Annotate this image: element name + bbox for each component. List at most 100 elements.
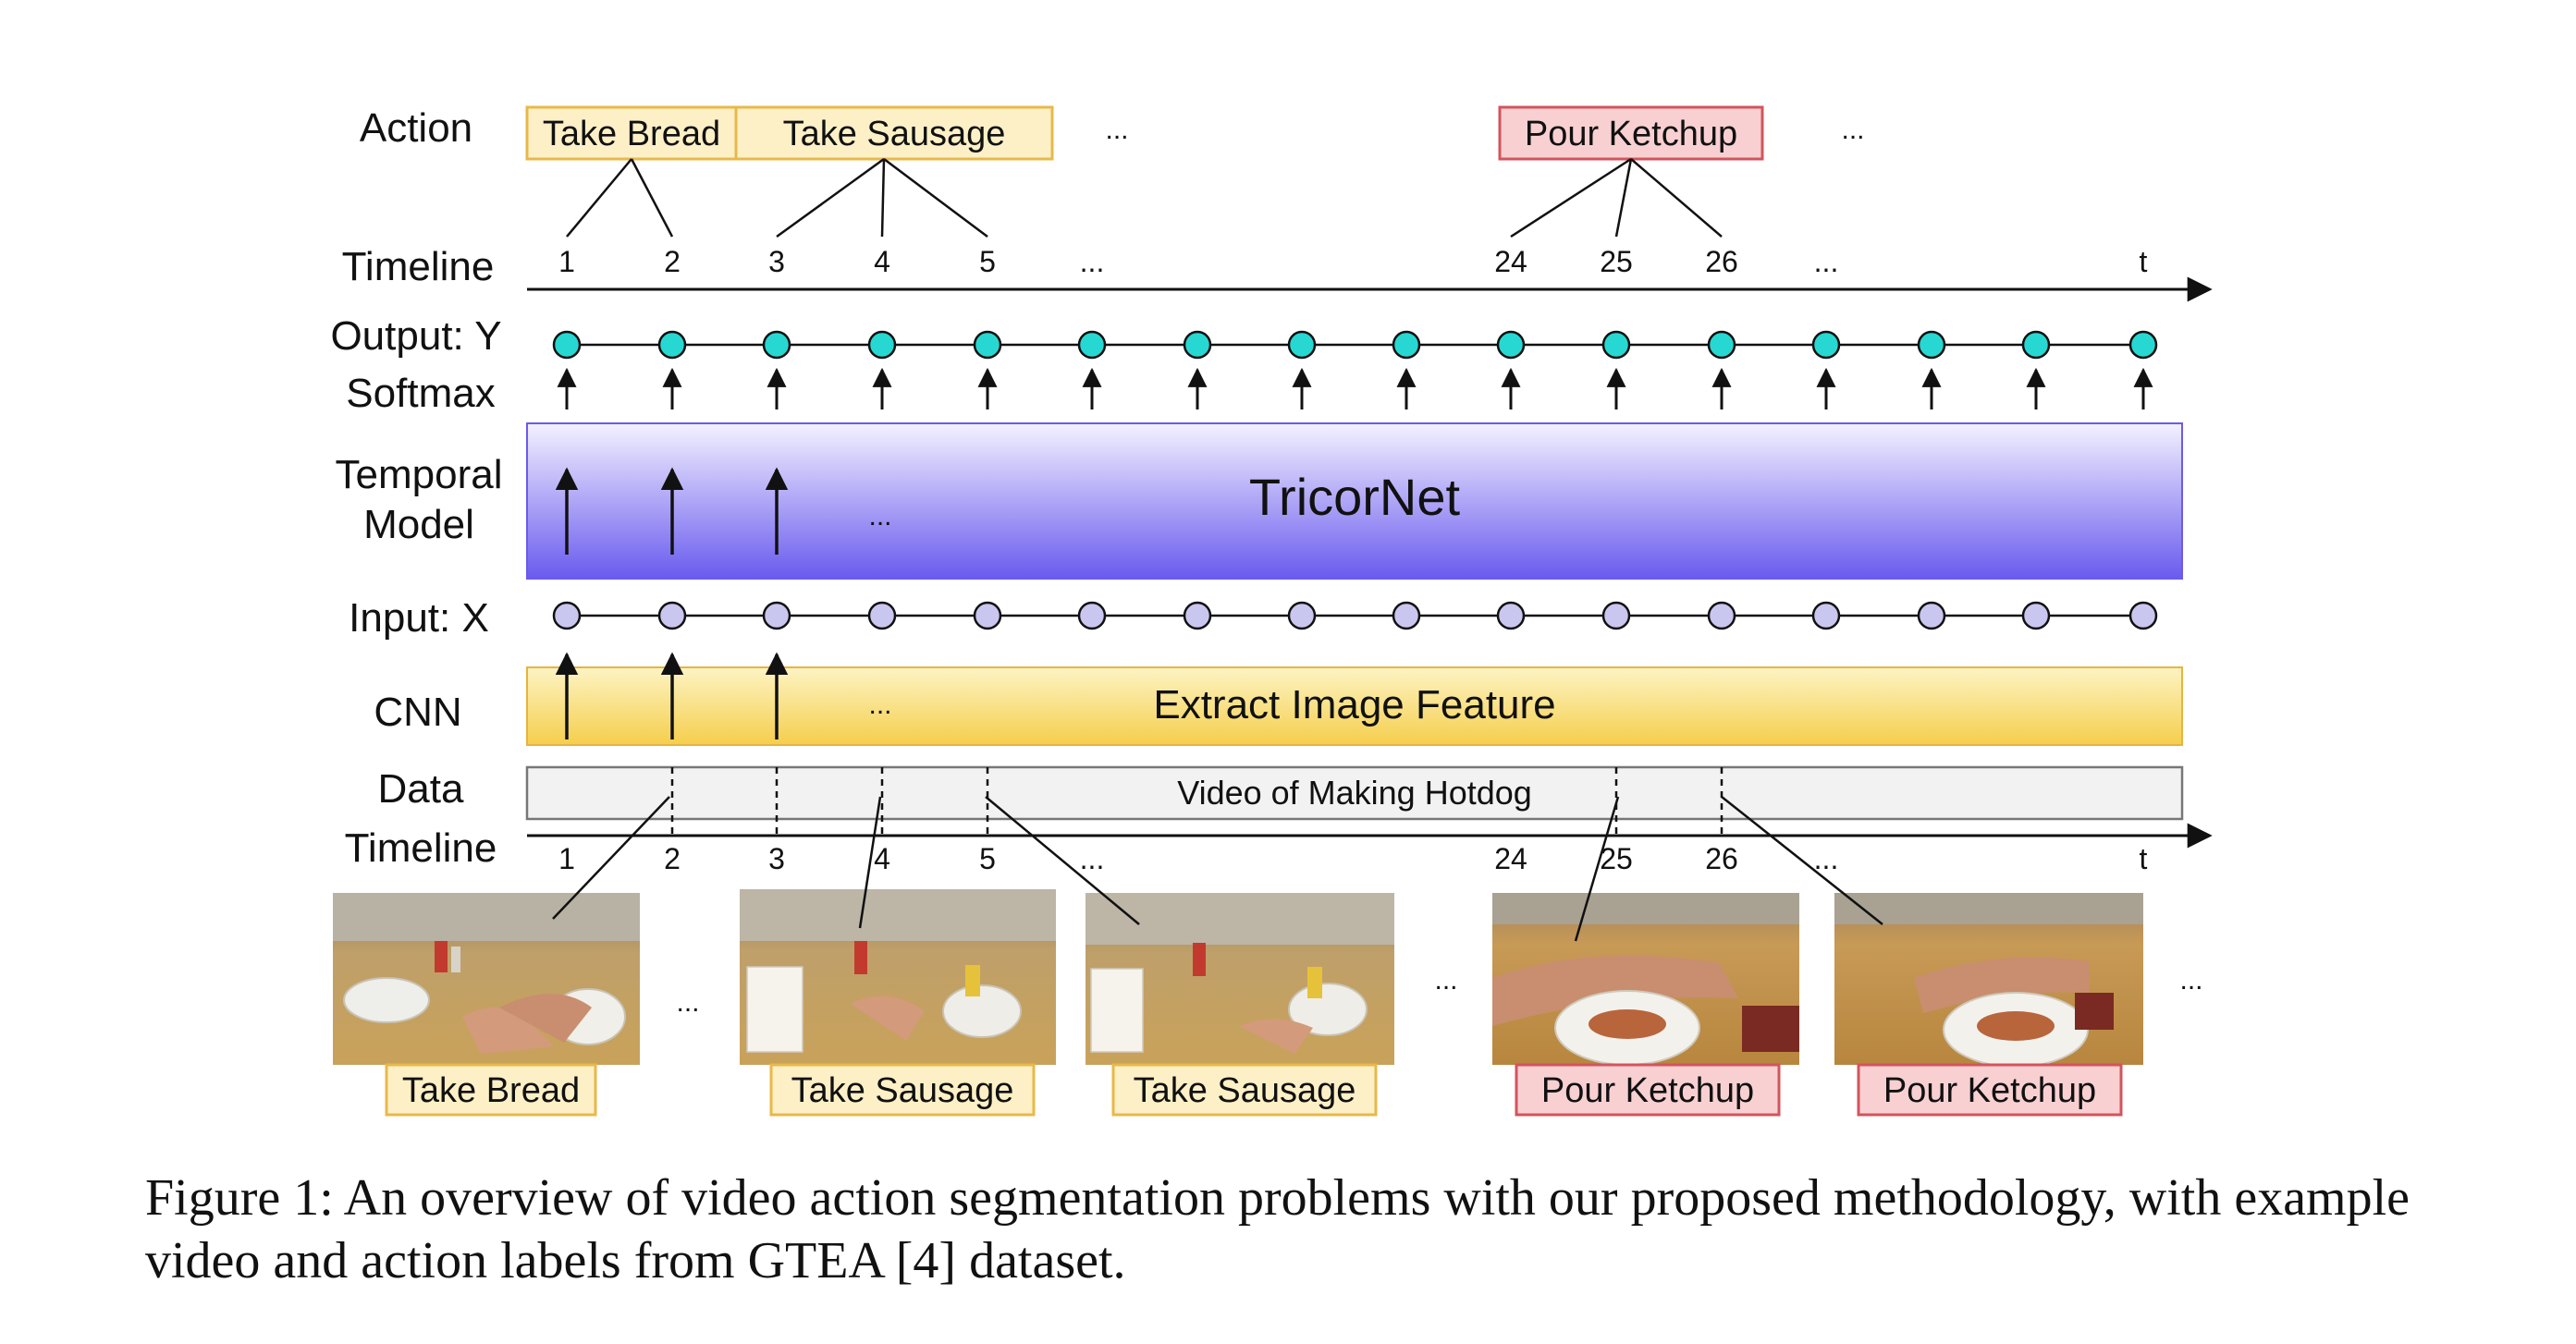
timeline-tick-label: 24 — [1494, 245, 1527, 278]
input-node — [973, 601, 1002, 630]
timeline-tick-label: ... — [1814, 245, 1839, 278]
thumb-label-box-2 — [769, 1063, 1036, 1117]
output-node — [1601, 330, 1631, 360]
row-label-timeline-bottom: Timeline — [345, 825, 497, 871]
tricornet-block — [526, 422, 2183, 580]
action-ellipsis: ... — [1841, 115, 1864, 145]
action-label-pour-ketchup: Pour Ketchup — [1525, 115, 1737, 153]
output-node — [1183, 330, 1212, 360]
output-node — [1917, 330, 1946, 360]
thumbnail-ellipsis: ... — [2179, 965, 2202, 996]
timeline-tick-label: 4 — [874, 245, 890, 278]
output-node — [1287, 330, 1317, 360]
timeline-tick-label: 5 — [979, 245, 996, 278]
action-box-take-sausage — [734, 105, 1054, 161]
output-node — [657, 330, 687, 360]
figure-caption: Figure 1: An overview of video action se… — [145, 1169, 2410, 1289]
input-node — [1811, 601, 1841, 630]
row-label-model: Model — [363, 502, 474, 547]
thumbnail-ellipsis: ... — [676, 987, 699, 1018]
output-node — [973, 330, 1002, 360]
thumb-label-3: Take Sausage — [1134, 1071, 1356, 1110]
input-node — [1392, 601, 1421, 630]
input-node — [1601, 601, 1631, 630]
timeline-tick-label: 1 — [558, 842, 575, 875]
cnn-label: Extract Image Feature — [1153, 682, 1555, 727]
input-node — [657, 601, 687, 630]
row-label-data: Data — [378, 766, 464, 812]
output-node — [1496, 330, 1526, 360]
action-label-take-bread: Take Bread — [543, 115, 720, 153]
cnn-arrows — [555, 652, 789, 739]
timeline-tick-label: 25 — [1600, 842, 1633, 875]
row-label-cnn: CNN — [374, 690, 461, 735]
output-node — [762, 330, 791, 360]
output-node — [2021, 330, 2051, 360]
thumb-label-4: Pour Ketchup — [1541, 1071, 1754, 1110]
row-label-input: Input: X — [349, 595, 489, 641]
input-node — [1287, 601, 1317, 630]
row-label-action: Action — [360, 105, 472, 151]
input-node — [2021, 601, 2051, 630]
output-row — [552, 330, 2158, 409]
thumbnail-4 — [1492, 893, 1799, 1066]
thumb-label-5: Pour Ketchup — [1883, 1071, 2096, 1110]
output-node — [552, 330, 582, 360]
thumbnail-5 — [1834, 893, 2143, 1068]
thumbnail-ellipsis: ... — [1434, 965, 1457, 996]
input-node — [1496, 601, 1526, 630]
input-node — [867, 601, 897, 630]
input-row — [552, 601, 2158, 630]
timeline-tick-label: 2 — [664, 245, 681, 278]
output-node — [1811, 330, 1841, 360]
input-node — [762, 601, 791, 630]
timeline-tick-label: 4 — [874, 842, 890, 875]
output-node — [1077, 330, 1107, 360]
temporal-ellipsis: ... — [868, 501, 891, 531]
timeline-tick-label: 26 — [1705, 842, 1738, 875]
thumb-label-box-4 — [1515, 1063, 1781, 1117]
thumb-label-box-3 — [1111, 1063, 1378, 1117]
thumbnail-1 — [333, 893, 640, 1065]
output-node — [1392, 330, 1421, 360]
row-label-output: Output: Y — [330, 313, 501, 359]
row-label-timeline-top: Timeline — [342, 244, 495, 289]
timeline-tick-label: 26 — [1705, 245, 1738, 278]
thumb-label-box-1 — [385, 1063, 597, 1117]
action-label-take-sausage: Take Sausage — [783, 115, 1006, 153]
timeline-tick-label: 24 — [1494, 842, 1527, 875]
timeline-tick-label: ... — [1814, 842, 1839, 875]
timeline-tick-label: t — [2140, 842, 2148, 875]
input-node — [2128, 601, 2158, 630]
output-node — [2128, 330, 2158, 360]
timeline-tick-label: ... — [1080, 245, 1105, 278]
timeline-tick-label: 5 — [979, 842, 996, 875]
thumb-label-box-5 — [1857, 1063, 2123, 1117]
output-node — [1707, 330, 1736, 360]
thumbnail-connectors — [552, 796, 1883, 942]
timeline-tick-label: 1 — [558, 245, 575, 278]
video-bar — [525, 765, 2184, 821]
video-label: Video of Making Hotdog — [1177, 774, 1532, 812]
action-ellipsis: ... — [1105, 115, 1128, 145]
thumb-label-2: Take Sausage — [791, 1071, 1014, 1110]
input-node — [1917, 601, 1946, 630]
input-node — [552, 601, 582, 630]
row-label-temporal: Temporal — [336, 452, 503, 497]
timeline-tick-label: ... — [1080, 842, 1105, 875]
thumb-label-1: Take Bread — [402, 1071, 580, 1110]
input-node — [1707, 601, 1736, 630]
cnn-block — [526, 666, 2183, 746]
timeline-tick-label: 25 — [1600, 245, 1633, 278]
timeline-tick-label: 3 — [768, 245, 785, 278]
action-connectors — [566, 157, 1723, 238]
timeline-tick-label: 2 — [664, 842, 681, 875]
action-box-take-bread — [525, 105, 738, 161]
output-node — [867, 330, 897, 360]
input-node — [1077, 601, 1107, 630]
row-label-softmax: Softmax — [346, 371, 495, 416]
thumbnail-2 — [740, 889, 1056, 1065]
